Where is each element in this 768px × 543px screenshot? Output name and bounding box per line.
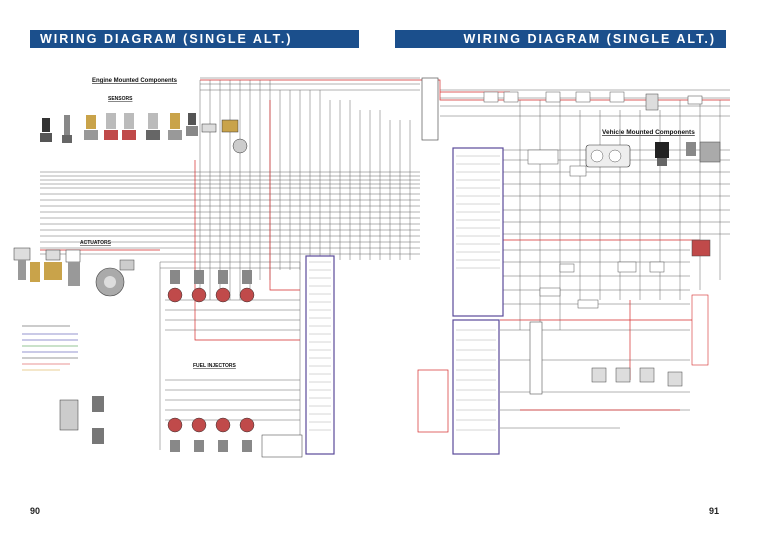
- pcm-connector: [305, 77, 504, 455]
- engine-mounted-label: Engine Mounted Components: [92, 78, 178, 84]
- vehicle-component: [527, 93, 721, 387]
- fuel-injectors-label: FUEL INJECTORS: [193, 363, 237, 369]
- left-page-title: WIRING DIAGRAM (SINGLE ALT.): [30, 30, 359, 48]
- coil-component: [167, 270, 255, 303]
- sensors-label: SENSORS: [108, 96, 133, 102]
- actuators-label: ACTUATORS: [80, 240, 112, 246]
- trans-connector: [529, 321, 543, 395]
- fuel-injector-component: [167, 417, 255, 452]
- sensor-component: [40, 113, 248, 154]
- injector-table: [261, 434, 303, 458]
- vehicle-mounted-label: Vehicle Mounted Components: [602, 129, 695, 136]
- module-component: [59, 396, 104, 444]
- note-box: [417, 369, 449, 433]
- legend-block: [20, 320, 84, 371]
- actuator-component: [13, 247, 135, 297]
- wire-bundle: [40, 77, 730, 450]
- page-number-left: 90: [30, 506, 41, 516]
- relay-box: [483, 91, 665, 309]
- page-number-right: 91: [709, 506, 720, 516]
- pcm-pin-lines: [309, 155, 500, 431]
- right-page-title: WIRING DIAGRAM (SINGLE ALT.): [395, 30, 726, 48]
